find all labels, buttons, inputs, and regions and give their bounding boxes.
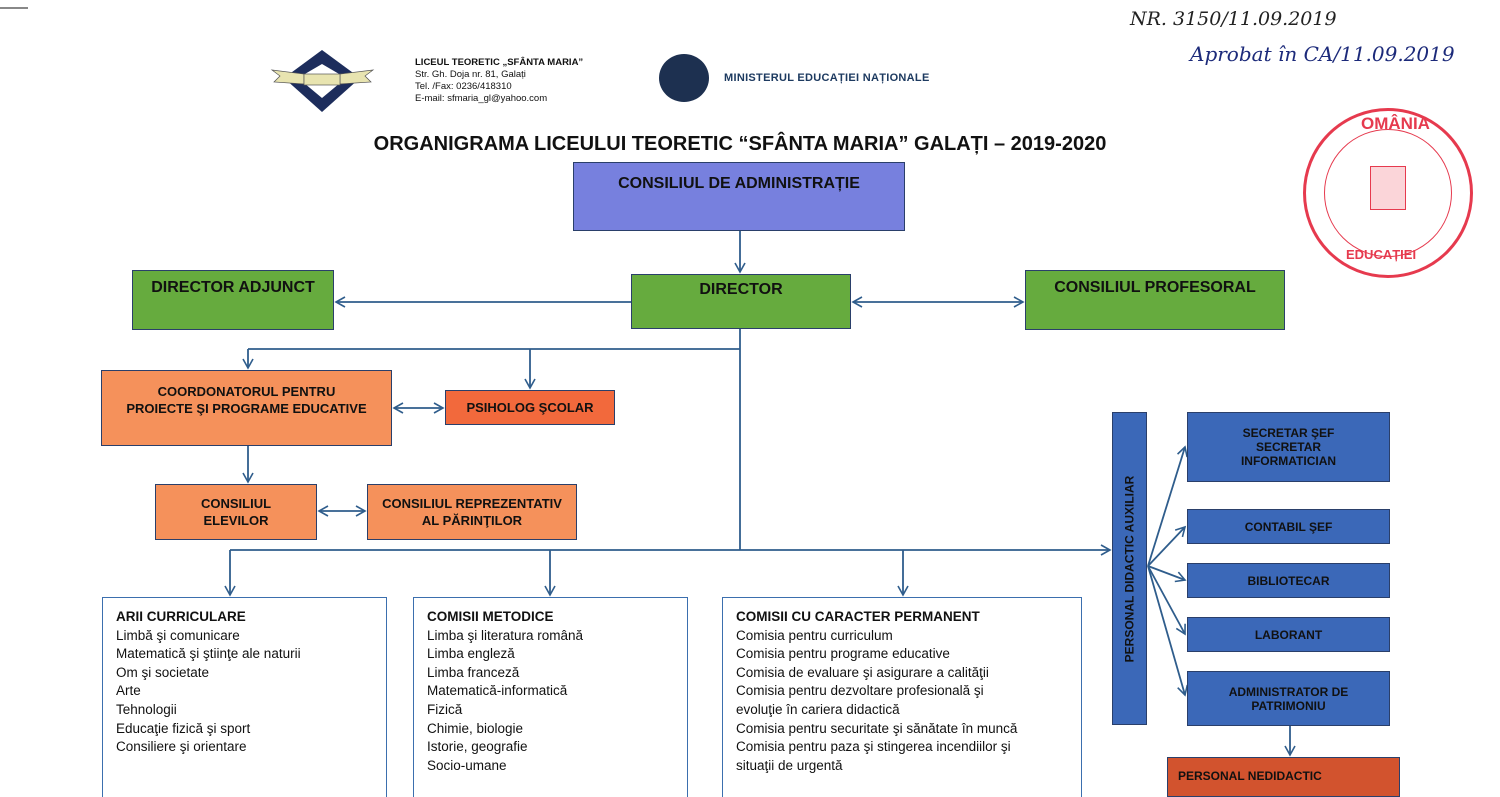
node-label-line: CONSILIUL REPREZENTATIV (382, 496, 562, 511)
node-director: DIRECTOR (631, 274, 851, 329)
node-label: LABORANT (1254, 627, 1323, 642)
list-item: Fizică (427, 701, 463, 717)
node-consiliul-profesoral: CONSILIUL PROFESORAL (1025, 270, 1285, 330)
list-item: Limbă şi comunicare (116, 627, 240, 643)
scan-mark (0, 7, 28, 9)
list-item: Comisia pentru paza şi stingerea incendi… (736, 739, 1011, 755)
node-label-line: ADMINISTRATOR DE (1228, 684, 1349, 699)
node-bibliotecar: BIBLIOTECAR (1187, 563, 1390, 598)
list-title: COMISII METODICE (427, 609, 554, 624)
registration-number: NR. 3150/11.09.2019 (1130, 8, 1337, 30)
node-label: BIBLIOTECAR (1247, 573, 1330, 588)
school-phone: Tel. /Fax: 0236/418310 (415, 81, 512, 92)
ministry-name: MINISTERUL EDUCAȚIEI NAȚIONALE (724, 72, 930, 84)
school-address: Str. Gh. Doja nr. 81, Galați (415, 69, 526, 80)
page-title: ORGANIGRAMA LICEULUI TEORETIC “SFÂNTA MA… (373, 133, 1107, 155)
list-item: Educaţie fizică şi sport (116, 720, 251, 736)
node-label-line: CONSILIUL (200, 496, 272, 511)
node-label-line: INFORMATICIAN (1240, 454, 1337, 468)
node-label: CONSILIUL DE ADMINISTRAȚIE (618, 175, 860, 192)
node-psiholog: PSIHOLOG ŞCOLAR (445, 390, 615, 425)
list-title: ARII CURRICULARE (116, 609, 246, 624)
node-label: DIRECTOR (699, 281, 783, 298)
node-director-adjunct: DIRECTOR ADJUNCT (132, 270, 334, 330)
list-item: Comisia pentru programe educative (736, 646, 950, 662)
node-label-line: ELEVILOR (203, 513, 269, 528)
node-secretar: SECRETAR ŞEF SECRETAR INFORMATICIAN (1187, 412, 1390, 482)
list-item: Limba şi literatura română (427, 627, 584, 643)
list-arii-curriculare: ARII CURRICULARE Limbă şi comunicare Mat… (102, 597, 387, 797)
node-personal-nedidactic: PERSONAL NEDIDACTIC (1167, 757, 1400, 797)
node-consiliul-administratie: CONSILIUL DE ADMINISTRAȚIE (573, 162, 905, 231)
list-item: Chimie, biologie (427, 720, 524, 736)
node-administrator: ADMINISTRATOR DE PATRIMONIU (1187, 671, 1390, 726)
node-label-line: COORDONATORUL PENTRU (157, 384, 336, 399)
list-item: Istorie, geografie (427, 739, 528, 755)
list-item: Comisia pentru securitate şi sănătate în… (736, 720, 1018, 736)
list-item: evoluţie în cariera didactică (736, 701, 900, 717)
node-label: CONTABIL ŞEF (1244, 519, 1333, 534)
node-label: DIRECTOR ADJUNCT (151, 279, 315, 296)
list-item: Comisia de evaluare şi asigurare a calit… (736, 664, 989, 680)
list-item: Socio-umane (427, 757, 507, 773)
node-label: PERSONAL NEDIDACTIC (1178, 769, 1322, 783)
node-label-line: PATRIMONIU (1251, 698, 1326, 713)
list-comisii-metodice: COMISII METODICE Limba şi literatura rom… (413, 597, 688, 797)
list-item: Matematică şi ştiinţe ale naturii (116, 646, 301, 662)
node-consiliul-elevilor: CONSILIUL ELEVILOR (155, 484, 317, 540)
list-item: Om şi societate (116, 664, 210, 680)
list-item: situaţii de urgentă (736, 757, 843, 773)
node-personal-auxiliar: PERSONAL DIDACTIC AUXILIAR (1112, 412, 1147, 725)
official-stamp: OMÂNIA EDUCAȚIEI (1303, 108, 1473, 278)
school-info: LICEUL TEORETIC „SFÂNTA MARIA” Str. Gh. … (415, 57, 583, 105)
ministry-logo (659, 54, 709, 102)
node-label-line: SECRETAR (1255, 440, 1322, 454)
list-item: Limba franceză (427, 664, 520, 680)
list-item: Arte (116, 683, 141, 699)
node-laborant: LABORANT (1187, 617, 1390, 652)
node-coordonator: COORDONATORUL PENTRU PROIECTE ŞI PROGRAM… (101, 370, 392, 446)
school-email: E-mail: sfmaria_gl@yahoo.com (415, 93, 548, 104)
list-comisii-permanente: COMISII CU CARACTER PERMANENT Comisia pe… (722, 597, 1082, 797)
node-contabil: CONTABIL ŞEF (1187, 509, 1390, 544)
list-title: COMISII CU CARACTER PERMANENT (736, 609, 980, 624)
list-item: Limba engleză (427, 646, 515, 662)
list-item: Tehnologii (116, 701, 177, 717)
school-name: LICEUL TEORETIC „SFÂNTA MARIA” (415, 57, 584, 68)
school-logo (270, 48, 375, 114)
list-item: Comisia pentru curriculum (736, 627, 893, 643)
node-label-line: AL PĂRINŢILOR (421, 513, 523, 528)
node-label: CONSILIUL PROFESORAL (1054, 279, 1256, 296)
node-label-line: SECRETAR ŞEF (1242, 426, 1335, 440)
node-label-line: PROIECTE ŞI PROGRAME EDUCATIVE (126, 401, 367, 416)
node-consiliul-parintilor: CONSILIUL REPREZENTATIV AL PĂRINŢILOR (367, 484, 577, 540)
list-item: Consiliere şi orientare (116, 739, 247, 755)
list-item: Comisia pentru dezvoltare profesională ş… (736, 683, 984, 699)
list-item: Matematică-informatică (427, 683, 568, 699)
approval-note: Aprobat în CA/11.09.2019 (1190, 42, 1455, 66)
node-label: PSIHOLOG ŞCOLAR (466, 400, 594, 415)
node-label: PERSONAL DIDACTIC AUXILIAR (1122, 475, 1137, 662)
